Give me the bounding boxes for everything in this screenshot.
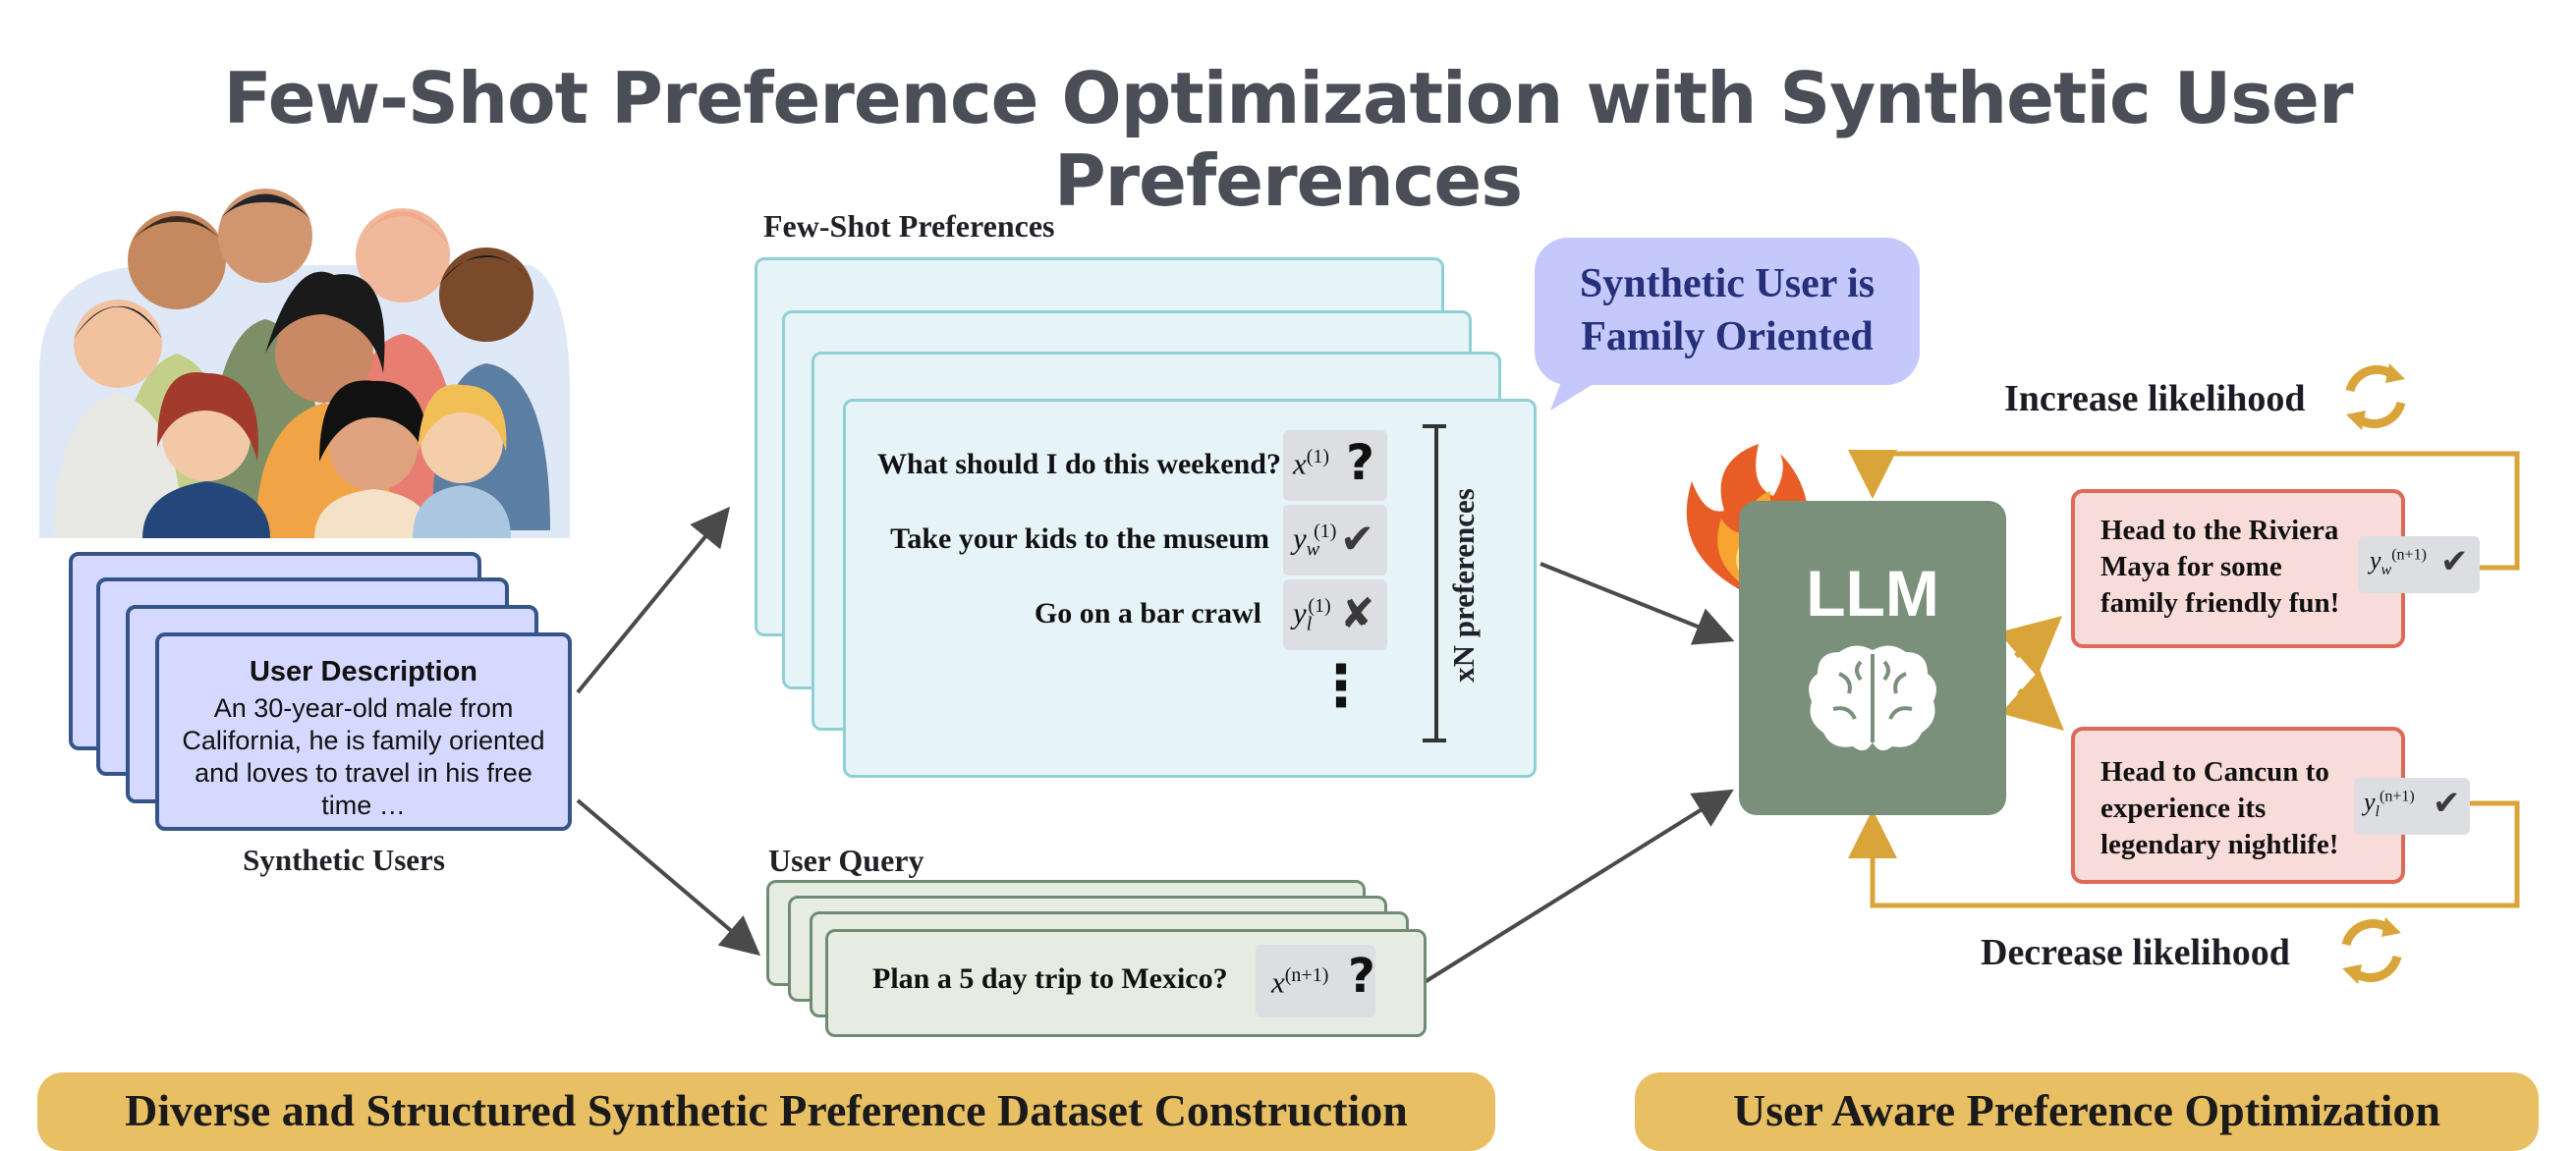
synthetic-users-caption: Synthetic Users (243, 843, 445, 877)
var-x-n1: x(n+1) (1271, 964, 1329, 1000)
decrease-likelihood-label: Decrease likelihood (1981, 932, 2290, 973)
user-description-title: User Description (249, 656, 478, 687)
checkmark-icon: ✔ (1340, 515, 1375, 563)
preferences-bracket (1423, 424, 1448, 742)
var-x1: x(1) (1293, 446, 1330, 481)
few-shot-rejected: Go on a bar crawl (1034, 597, 1261, 630)
brain-icon (1809, 645, 1936, 751)
page-title: Few-Shot Preference Optimization with Sy… (223, 57, 2354, 222)
preference-optimization-banner: User Aware Preference Optimization (1635, 1072, 2539, 1151)
preferences-count-label: xN preferences (1446, 488, 1481, 683)
chosen-response-card (2071, 489, 2405, 648)
few-shot-card (843, 399, 1537, 778)
question-mark-icon: ? (1346, 434, 1375, 491)
checkmark-icon: ✔ (2433, 784, 2461, 823)
checkmark-icon: ✔ (2440, 542, 2469, 581)
var-yl-n1: yl(n+1) (2364, 788, 2415, 821)
rejected-response-text: Head to Cancun to experience its legenda… (2100, 754, 2338, 863)
chosen-response-text: Head to the Riviera Maya for some family… (2100, 513, 2339, 622)
synthetic-user-bubble: Synthetic User is Family Oriented (1535, 238, 1920, 385)
rejected-var-box (2354, 778, 2470, 835)
chosen-var-box (2358, 536, 2480, 593)
ellipsis: ⋮ (1313, 652, 1370, 719)
dataset-construction-banner: Diverse and Structured Synthetic Prefere… (37, 1072, 1495, 1151)
rejected-line-1: Head to Cancun to (2100, 756, 2329, 788)
bubble-line-1: Synthetic User is (1579, 261, 1876, 306)
refresh-icon-decrease (2341, 917, 2402, 984)
cross-icon: ✘ (1340, 589, 1375, 637)
refresh-icon-increase (2345, 363, 2406, 430)
user-description-text: An 30-year-old male from California, he … (182, 693, 545, 820)
bubble-line-2: Family Oriented (1581, 314, 1874, 359)
query-var-box (1256, 945, 1375, 1017)
user-query-label: User Query (768, 843, 924, 878)
chosen-line-1: Head to the Riviera (2100, 515, 2339, 546)
var-yl1: yl(1) (1293, 595, 1331, 635)
user-description-card: User Description An 30-year-old male fro… (155, 632, 572, 831)
increase-likelihood-label: Increase likelihood (2004, 378, 2306, 419)
few-shot-var-box-3 (1283, 579, 1387, 650)
few-shot-question: What should I do this weekend? (877, 448, 1281, 480)
few-shot-var-box-1 (1283, 430, 1387, 501)
var-yw1: yw(1) (1293, 521, 1337, 561)
question-mark-icon: ? (1348, 949, 1375, 1004)
rejected-line-2: experience its (2100, 793, 2267, 824)
few-shot-var-box-2 (1283, 505, 1387, 576)
chosen-line-3: family friendly fun! (2100, 587, 2340, 619)
chosen-line-2: Maya for some (2100, 551, 2282, 582)
few-shot-label: Few-Shot Preferences (763, 208, 1055, 244)
var-yw-n1: yw(n+1) (2370, 546, 2427, 579)
llm-label: LLM (1806, 557, 1939, 630)
rejected-line-3: legendary nightlife! (2100, 829, 2339, 860)
few-shot-chosen: Take your kids to the museum (890, 522, 1269, 555)
people-illustration (39, 189, 570, 538)
user-query-text: Plan a 5 day trip to Mexico? (872, 962, 1228, 995)
